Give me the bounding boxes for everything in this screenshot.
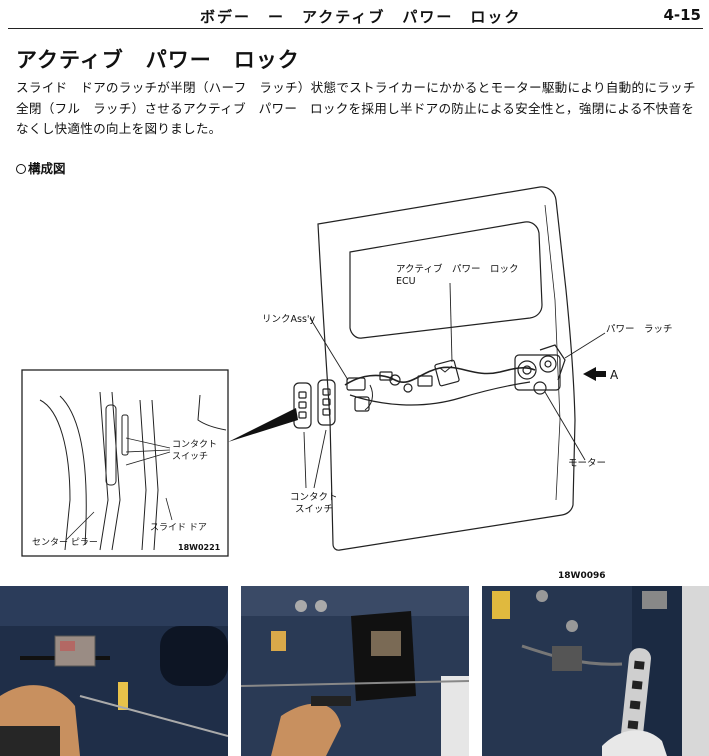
body-line-2: 全閉（フル ラッチ）させるアクティブ パワー ロックを採用し半ドアの防止による安…: [16, 100, 695, 116]
inset-contact-switch-1: コンタクト: [172, 439, 217, 450]
ecu-unit: [434, 359, 460, 387]
section-heading: 構成図: [16, 158, 66, 177]
label-arrow-a: A: [610, 368, 619, 382]
slide-door-outline: [317, 186, 576, 551]
label-motor: モーター: [568, 458, 606, 469]
inset-figure-code: 18W0221: [178, 543, 221, 552]
page-number: 4-15: [663, 6, 701, 24]
door-edge-line: [544, 204, 561, 501]
photo-door-inner-panel: [241, 586, 469, 756]
inset-center-pillar: センター ピラー: [32, 537, 98, 548]
circle-bullet-icon: [16, 164, 26, 174]
wire-harness: [344, 366, 536, 386]
inset-detail: コンタクト スイッチ スライド ドア センター ピラー 18W0221: [21, 369, 229, 557]
link-rod: [349, 381, 531, 406]
label-contact-switch-1: コンタクト: [290, 492, 338, 503]
label-power-latch: パワー ラッチ: [606, 324, 673, 335]
inset-contact-switch-2: スイッチ: [172, 451, 208, 462]
body-line-1: スライド ドアのラッチが半閉（ハーフ ラッチ）状態でストライカーにかかるとモータ…: [16, 80, 696, 95]
power-latch-assembly: [514, 344, 566, 395]
component-diagram: アクティブ パワー ロック ECU リンクAss'y パワー ラッチ A モータ…: [21, 186, 673, 581]
contact-switch-right: [317, 379, 336, 426]
contact-switch-left: [293, 382, 312, 429]
header-title: ボデー ー アクティブ パワー ロック: [200, 8, 522, 26]
body-text: スライド ドアのラッチが半閉（ハーフ ラッチ）状態でストライカーにかかるとモータ…: [16, 78, 706, 140]
label-ecu-1: アクティブ パワー ロック: [396, 263, 518, 275]
connector-left: [346, 377, 366, 391]
inset-slide-door: スライド ドア: [150, 522, 207, 533]
page-title: アクティブ パワー ロック: [16, 48, 300, 72]
label-ecu-2: ECU: [396, 276, 416, 287]
photo-contact-switch: [482, 586, 709, 756]
inset-pointer: [228, 408, 298, 442]
figure-code-main: 18W0096: [558, 571, 606, 581]
section-heading-text: 構成図: [28, 161, 66, 176]
header-rule: [8, 28, 703, 29]
arrow-a-icon: [583, 367, 606, 381]
label-contact-switch-2: スイッチ: [295, 504, 333, 515]
label-link-assy: リンクAss'y: [262, 314, 316, 325]
body-line-3: なくし快適性の向上を図りました。: [16, 121, 222, 136]
photo-ecu-handheld: [0, 586, 228, 756]
door-window: [349, 221, 543, 339]
